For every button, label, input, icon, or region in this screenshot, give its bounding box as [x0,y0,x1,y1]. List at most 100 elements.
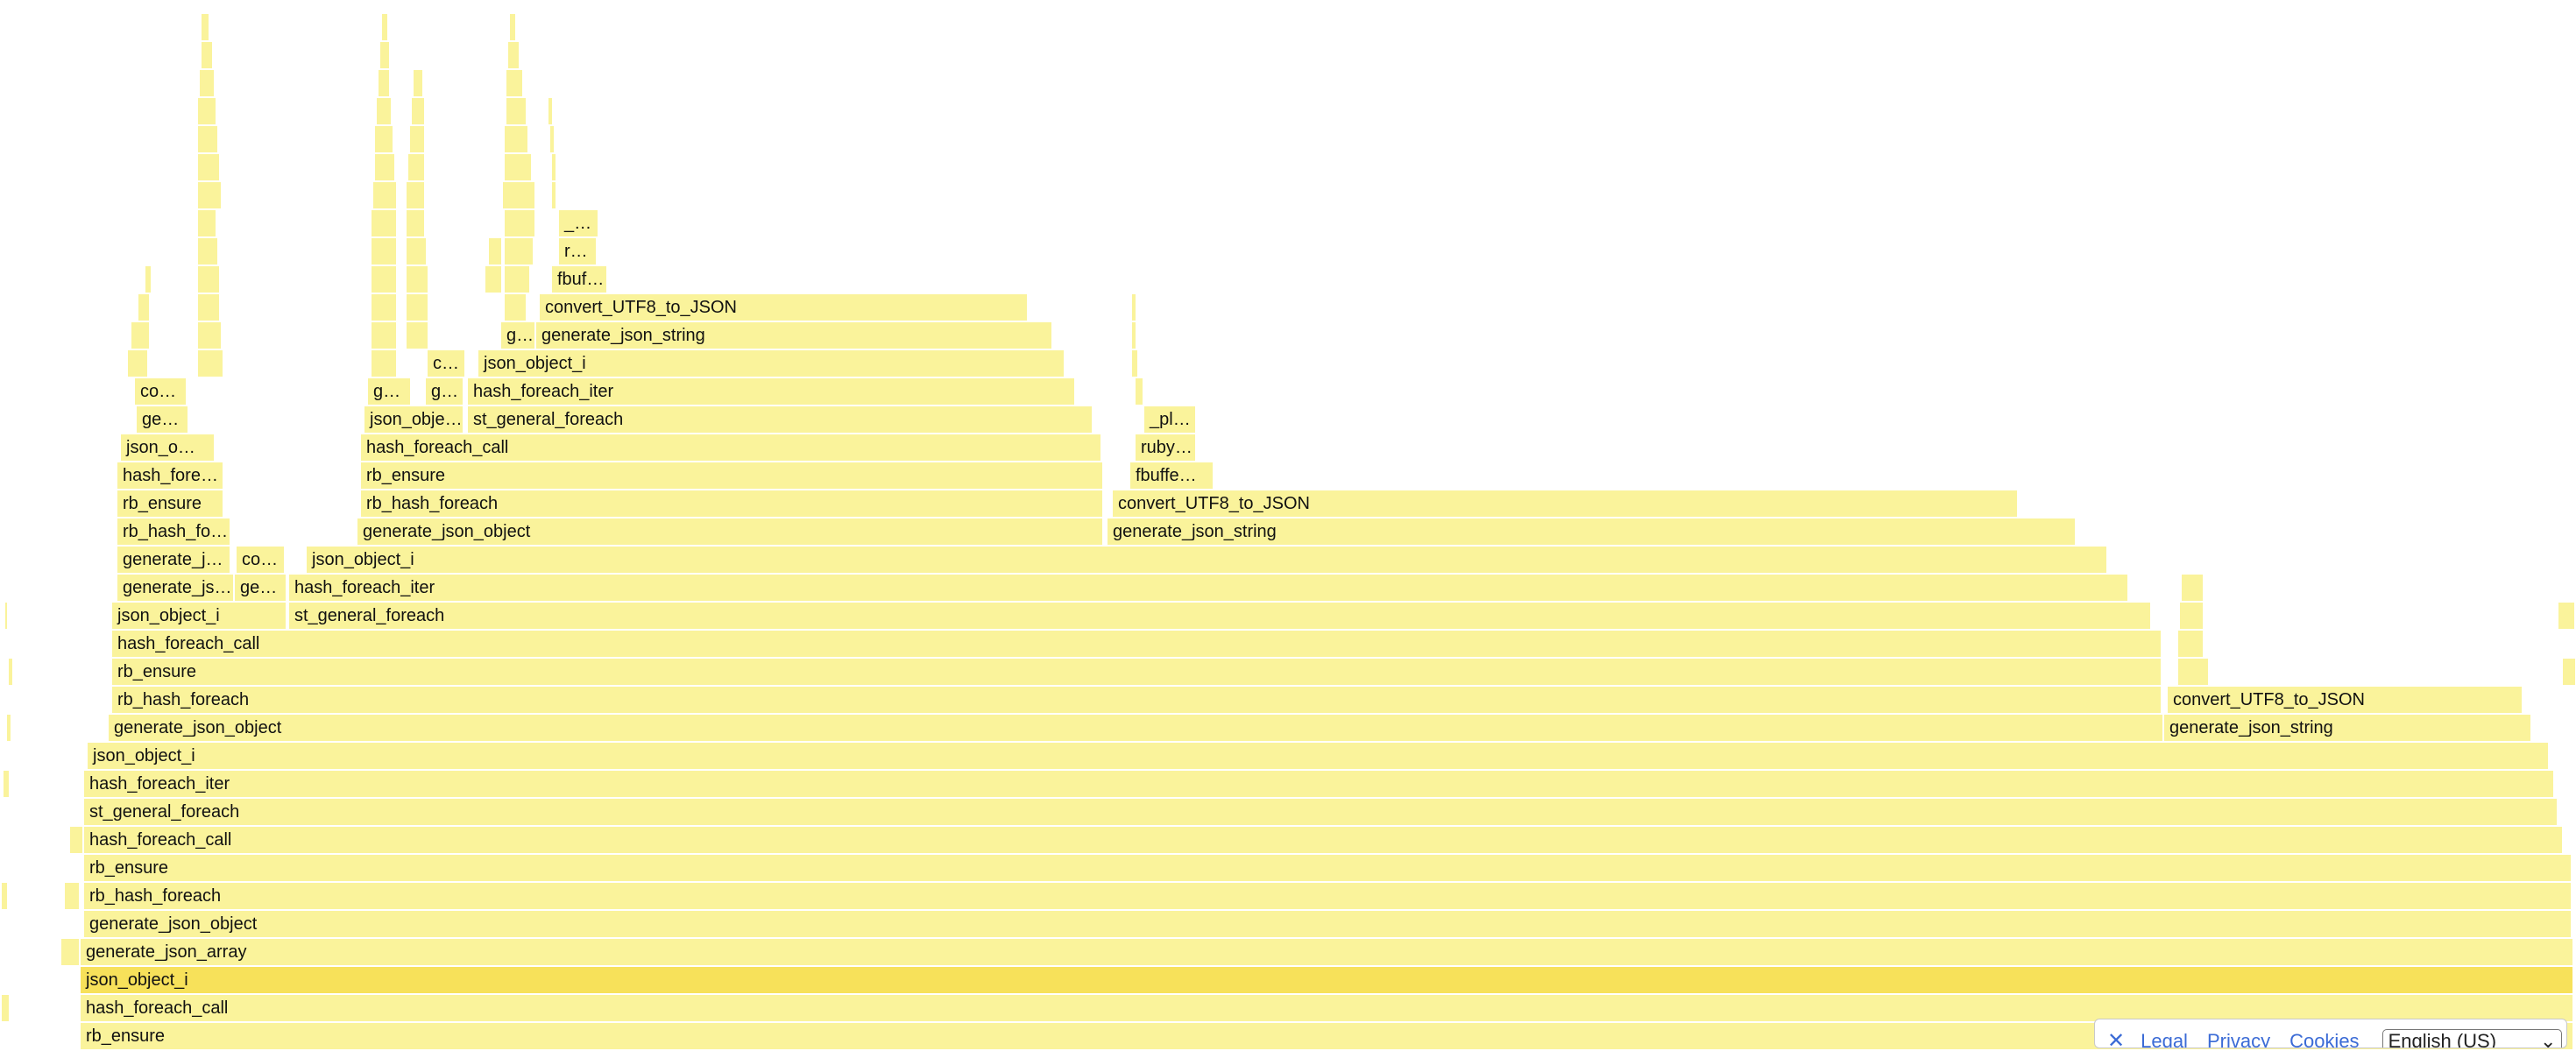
stack-frame[interactable] [407,322,429,350]
stack-frame[interactable] [552,182,557,210]
stack-frame[interactable] [1132,350,1139,378]
stack-frame[interactable] [375,126,394,154]
stack-frame[interactable] [198,182,223,210]
stack-frame[interactable] [200,70,216,98]
stack-frame[interactable]: generate_json_string [2164,715,2532,743]
stack-frame[interactable] [550,126,556,154]
stack-frame[interactable] [198,154,221,182]
stack-frame[interactable] [131,322,151,350]
stack-frame[interactable] [379,70,391,98]
stack-frame[interactable]: generate_json_string [536,322,1053,350]
stack-frame[interactable]: hash_foreach_call [361,434,1102,462]
stack-frame[interactable]: generate_json_array [81,939,2574,967]
stack-frame[interactable] [128,350,149,378]
stack-frame[interactable] [377,98,393,126]
stack-frame[interactable] [505,238,534,266]
stack-frame[interactable]: g… [368,378,412,406]
stack-frame[interactable]: hash_foreach_iter [289,575,2129,603]
stack-frame[interactable] [372,210,398,238]
stack-frame[interactable] [372,266,398,294]
stack-frame[interactable] [372,322,398,350]
stack-frame[interactable] [2,995,11,1023]
stack-frame[interactable]: generate_j… [117,547,231,575]
stack-frame[interactable]: hash_foreach_iter [84,771,2555,799]
stack-frame[interactable] [202,42,214,70]
stack-frame[interactable]: co… [135,378,188,406]
stack-frame[interactable]: convert_UTF8_to_JSON [2168,687,2523,715]
privacy-link[interactable]: Privacy [2206,1029,2271,1048]
stack-frame[interactable] [372,238,398,266]
stack-frame[interactable] [198,266,221,294]
stack-frame[interactable] [9,659,14,687]
stack-frame[interactable]: hash_foreach_call [112,631,2162,659]
stack-frame[interactable]: rb_hash_foreach [361,490,1104,518]
stack-frame[interactable]: rb_hash_foreach [112,687,2162,715]
stack-frame[interactable]: json_object_i [307,547,2108,575]
stack-frame[interactable]: _… [559,210,599,238]
stack-frame[interactable]: hash_foreach_call [81,995,2574,1023]
stack-frame[interactable]: json_object_i [88,743,2550,771]
cookies-link[interactable]: Cookies [2289,1029,2360,1048]
stack-frame[interactable]: rb_hash_foreach [84,883,2572,911]
stack-frame[interactable]: generate_json_object [84,911,2572,939]
stack-frame[interactable] [198,126,219,154]
stack-frame[interactable] [505,294,527,322]
stack-frame[interactable]: co… [237,547,286,575]
stack-frame[interactable] [145,266,152,294]
stack-frame[interactable]: _pl… [1144,406,1197,434]
stack-frame[interactable] [2178,631,2204,659]
stack-frame[interactable]: json_object_i [112,603,287,631]
stack-frame[interactable] [61,939,81,967]
stack-frame[interactable]: st_general_foreach [468,406,1093,434]
stack-frame[interactable] [70,827,84,855]
stack-frame[interactable]: hash_foreach_iter [468,378,1076,406]
stack-frame[interactable]: rb_ensure [112,659,2162,687]
stack-frame[interactable] [414,70,424,98]
stack-frame[interactable] [4,771,11,799]
stack-frame[interactable] [138,294,151,322]
stack-frame[interactable] [407,238,428,266]
stack-frame[interactable] [2,883,9,911]
stack-frame[interactable] [412,98,426,126]
stack-frame[interactable]: json_object_i [478,350,1065,378]
stack-frame[interactable]: generate_json_object [109,715,2164,743]
stack-frame[interactable]: json_object_i [81,967,2574,995]
stack-frame[interactable]: st_general_foreach [84,799,2558,827]
stack-frame[interactable]: json_o… [121,434,216,462]
stack-frame[interactable]: hash_fore… [117,462,224,490]
stack-frame[interactable] [198,294,221,322]
stack-frame[interactable] [503,182,536,210]
stack-frame[interactable]: c… [428,350,466,378]
stack-frame[interactable] [552,154,557,182]
stack-frame[interactable]: rb_ensure [361,462,1104,490]
stack-frame[interactable] [2563,659,2576,687]
stack-frame[interactable] [410,126,426,154]
stack-frame[interactable]: rb_ensure [84,855,2572,883]
stack-frame[interactable] [485,266,503,294]
stack-frame[interactable] [7,715,12,743]
stack-frame[interactable]: ru… [559,238,598,266]
stack-frame[interactable] [198,350,224,378]
stack-frame[interactable]: hash_foreach_call [84,827,2564,855]
stack-frame[interactable] [202,14,210,42]
stack-frame[interactable]: fbuffe… [1130,462,1214,490]
stack-frame[interactable] [198,238,219,266]
stack-frame[interactable] [65,883,81,911]
stack-frame[interactable] [372,350,398,378]
stack-frame[interactable] [380,42,391,70]
stack-frame[interactable] [198,210,217,238]
stack-frame[interactable] [198,322,223,350]
stack-frame[interactable] [382,14,389,42]
stack-frame[interactable] [510,14,517,42]
stack-frame[interactable]: generate_js… [117,575,235,603]
stack-frame[interactable] [2558,603,2576,631]
stack-frame[interactable] [505,126,529,154]
stack-frame[interactable] [407,294,429,322]
stack-frame[interactable]: gen… [137,406,189,434]
stack-frame[interactable]: g… [501,322,536,350]
stack-frame[interactable] [372,294,398,322]
stack-frame[interactable] [373,182,398,210]
stack-frame[interactable] [408,154,426,182]
stack-frame[interactable]: rb_ensure [117,490,224,518]
stack-frame[interactable] [548,98,554,126]
